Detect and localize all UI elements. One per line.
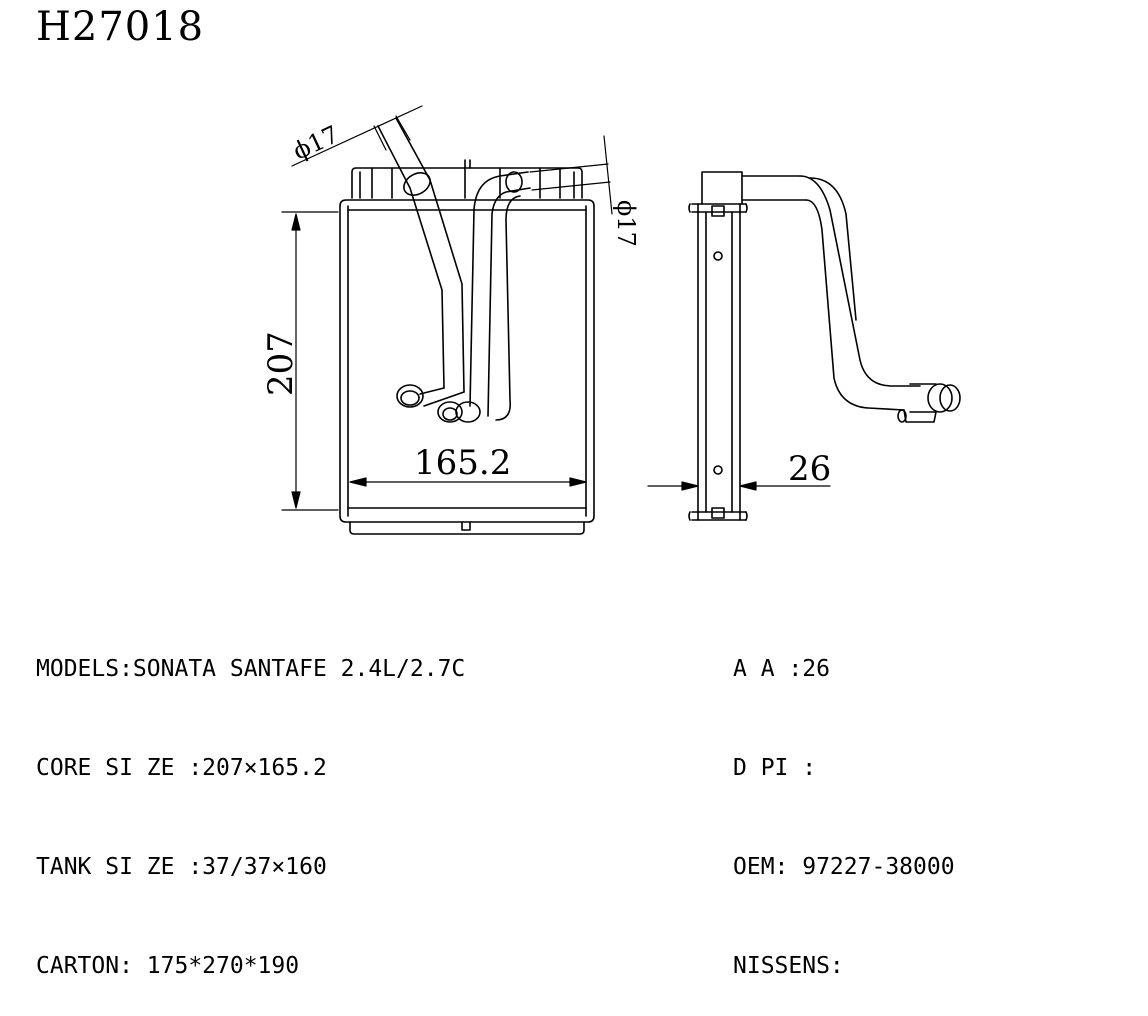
models-spec: MODELS:SONATA SANTAFE 2.4L/2.7C [36, 656, 466, 682]
aa-spec: A A :26 [733, 656, 830, 682]
nissens-spec: NISSENS: [733, 953, 844, 979]
specs-right-column: A A :26 D PI : OEM: 97227-38000 NISSENS: [733, 587, 955, 1016]
width-dimension-label: 165.2 [414, 443, 511, 483]
depth-dimension-label: 26 [788, 449, 831, 489]
side-view [688, 171, 961, 521]
carton-spec: CARTON: 175*270*190 [36, 953, 300, 979]
dimension-lines [281, 105, 831, 511]
height-dimension-label: 207 [261, 331, 301, 396]
oem-spec: OEM: 97227-38000 [733, 854, 955, 880]
dpi-spec: D PI : [733, 755, 817, 781]
pipe-diameter-label-right: ϕ17 [612, 200, 640, 247]
specs-left-column: MODELS:SONATA SANTAFE 2.4L/2.7C CORE SI … [36, 587, 465, 1016]
pipe-diameter-label-left: ϕ17 [289, 120, 343, 165]
front-view [339, 117, 595, 535]
heater-core-drawing: 207 165.2 26 ϕ17 ϕ17 [261, 105, 961, 535]
part-number-title: H27018 [36, 4, 205, 50]
core-size-spec: CORE SI ZE :207×165.2 [36, 755, 327, 781]
tank-size-spec: TANK SI ZE :37/37×160 [36, 854, 327, 880]
